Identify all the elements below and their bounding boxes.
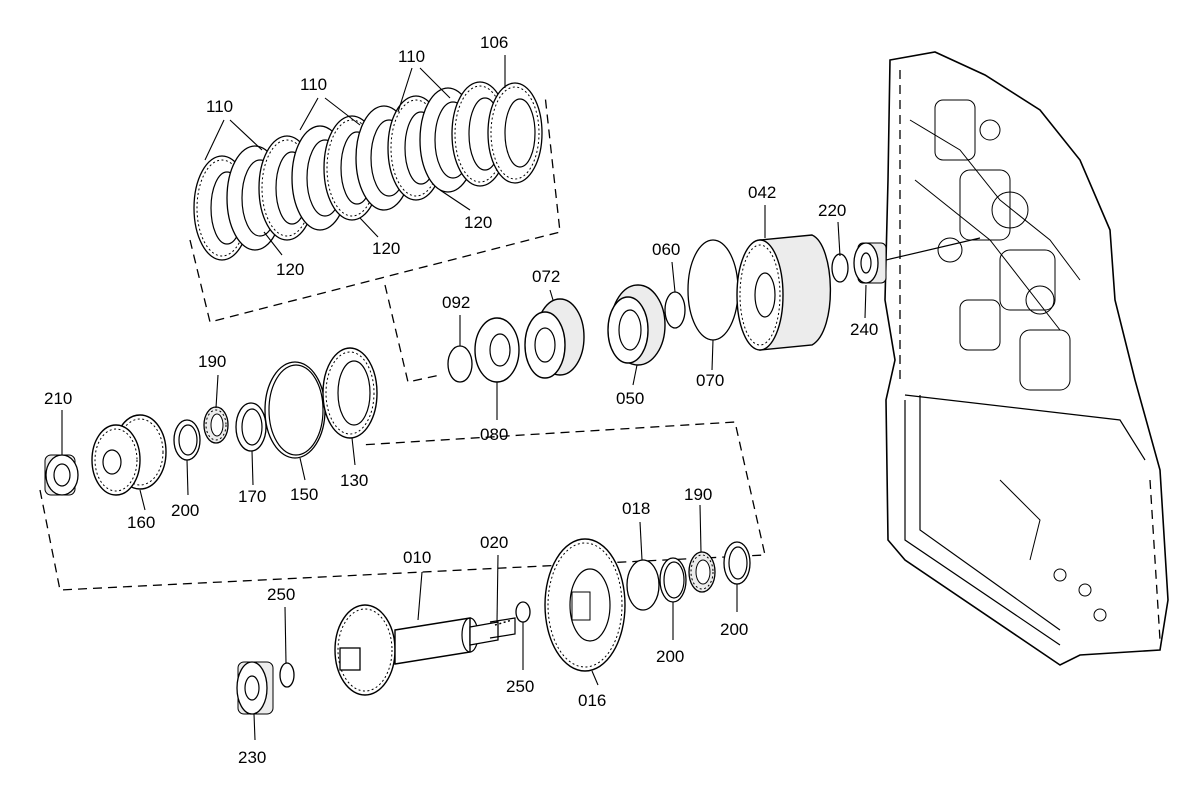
housing-ribs xyxy=(909,99,1107,622)
callout-150: 150 xyxy=(290,485,318,504)
washer-200-bot xyxy=(659,557,687,603)
callout-106: 106 xyxy=(480,33,508,52)
transmission-housing xyxy=(884,51,1169,666)
snap-ring-070 xyxy=(687,239,739,341)
carrier-042 xyxy=(736,234,832,351)
bearing-240 xyxy=(853,242,887,284)
ring-092 xyxy=(447,345,473,383)
callout-200-bottom: 200 xyxy=(656,647,684,666)
ring-250-right xyxy=(515,601,531,623)
ring-190-bot xyxy=(688,551,716,593)
shaft-010 xyxy=(334,604,516,696)
disc-080 xyxy=(474,317,520,383)
callout-190-bottom: 190 xyxy=(684,485,712,504)
callout-190-middle: 190 xyxy=(198,352,226,371)
callout-230: 230 xyxy=(238,748,266,767)
callout-016: 016 xyxy=(578,691,606,710)
pin-020 xyxy=(494,619,513,626)
callout-160: 160 xyxy=(127,513,155,532)
callout-170: 170 xyxy=(238,487,266,506)
ring-060 xyxy=(664,291,686,329)
gear-160 xyxy=(91,414,167,496)
washer-018 xyxy=(626,559,660,611)
washer-200-mid xyxy=(173,419,201,461)
gear-group-outline xyxy=(39,421,766,591)
callout-018: 018 xyxy=(622,499,650,518)
callout-010: 010 xyxy=(403,548,431,567)
callout-250-right: 250 xyxy=(506,677,534,696)
callout-labels: 106 110 110 110 120 120 120 042 220 240 … xyxy=(44,33,878,767)
ring-190-mid xyxy=(203,406,229,444)
callout-250-left: 250 xyxy=(267,585,295,604)
callout-110-middle: 110 xyxy=(300,75,327,94)
piston-050 xyxy=(607,284,666,366)
callout-070: 070 xyxy=(696,371,724,390)
callout-050: 050 xyxy=(616,389,644,408)
callout-042: 042 xyxy=(748,183,776,202)
bearing-230 xyxy=(236,661,274,715)
connector-outline xyxy=(384,284,441,383)
gear-016 xyxy=(544,538,626,672)
callout-200-middle: 200 xyxy=(171,501,199,520)
washer-170 xyxy=(235,402,267,452)
callout-210: 210 xyxy=(44,389,72,408)
callout-240: 240 xyxy=(850,320,878,339)
clutch-pack-outline xyxy=(189,94,561,323)
callout-072: 072 xyxy=(532,267,560,286)
callout-200-right: 200 xyxy=(720,620,748,639)
callout-020: 020 xyxy=(480,533,508,552)
bearing-210 xyxy=(44,454,79,496)
ring-250-left xyxy=(279,662,295,688)
callout-092: 092 xyxy=(442,293,470,312)
callout-110-left: 110 xyxy=(206,97,233,116)
callout-120-right: 120 xyxy=(464,213,492,232)
callout-110-right: 110 xyxy=(398,47,425,66)
snap-ring-150 xyxy=(264,361,326,459)
piston-072 xyxy=(524,298,585,379)
callout-060: 060 xyxy=(652,240,680,259)
callout-130: 130 xyxy=(340,471,368,490)
callout-120-middle: 120 xyxy=(372,239,400,258)
callout-120-left: 120 xyxy=(276,260,304,279)
callout-080: 080 xyxy=(480,425,508,444)
axis-line-housing xyxy=(885,237,981,261)
clutch-pack-discs xyxy=(193,81,543,261)
leader-lines xyxy=(61,55,867,741)
washer-200-right xyxy=(723,541,751,585)
callout-220: 220 xyxy=(818,201,846,220)
disc-130 xyxy=(322,347,378,439)
ring-220 xyxy=(831,253,849,283)
